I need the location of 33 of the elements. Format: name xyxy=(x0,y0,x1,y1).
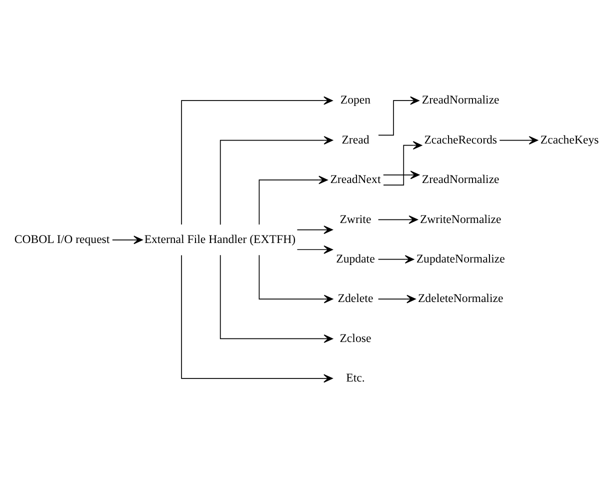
arrow xyxy=(258,254,334,303)
node-text: ZcacheRecords xyxy=(424,132,498,146)
node-text: Zwrite xyxy=(340,211,372,226)
arrow xyxy=(378,214,418,224)
node-text: ZwriteNormalize xyxy=(420,211,502,226)
arrow xyxy=(378,96,420,136)
node-text: ZreadNormalize xyxy=(422,172,500,186)
node-text: External File Handler (EXTFH) xyxy=(144,232,296,246)
node-text: ZupdateNormalize xyxy=(416,250,505,265)
node-text: ZdeleteNormalize xyxy=(418,290,504,305)
arrow xyxy=(258,175,328,224)
arrow xyxy=(220,254,333,342)
arrow xyxy=(499,136,538,144)
node-text: ZcacheKeys xyxy=(540,132,599,146)
arrow xyxy=(378,294,416,303)
arrow xyxy=(378,254,414,264)
arrow xyxy=(382,170,420,179)
arrow xyxy=(181,96,333,224)
node-text: Etc. xyxy=(346,370,365,384)
arrow xyxy=(181,254,333,382)
arrow xyxy=(383,140,422,185)
arrow xyxy=(220,136,333,224)
node-text: Zupdate xyxy=(336,250,375,265)
arrow xyxy=(112,235,143,244)
arrow xyxy=(296,225,333,234)
node-text: COBOL I/O request xyxy=(14,232,110,246)
arrow xyxy=(296,244,333,254)
node-text: Zopen xyxy=(340,92,371,106)
node-text: Zread xyxy=(342,132,370,146)
node-text: Zclose xyxy=(340,330,372,344)
node-text: ZreadNext xyxy=(330,172,381,186)
node-text: Zdelete xyxy=(338,290,374,305)
node-text: ZreadNormalize xyxy=(422,92,500,106)
